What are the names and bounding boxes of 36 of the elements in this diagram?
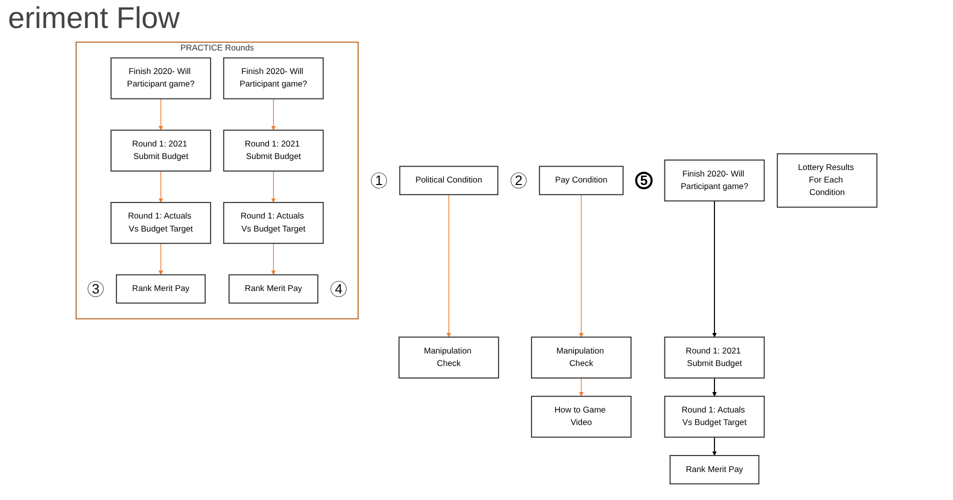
arrow — [578, 378, 584, 397]
node-box: Pay Condition — [538, 166, 624, 196]
arrow — [271, 170, 276, 203]
node-box: Round 1: Actuals Vs Budget Target — [223, 202, 324, 244]
node-box: Manipulation Check — [398, 336, 500, 379]
node-circle: 2 — [510, 172, 527, 188]
node-box: Rank Merit Pay — [116, 274, 206, 304]
node-box: Round 1: 2021 Submit Budget — [223, 130, 324, 172]
arrow — [158, 170, 164, 203]
node-circle: 1 — [370, 172, 387, 188]
node-circle: 4 — [330, 280, 347, 297]
diagram-title: eriment Flow — [7, 1, 181, 37]
node-box: Manipulation Check — [530, 336, 632, 379]
node-box: Round 1: Actuals Vs Budget Target — [664, 396, 765, 438]
node-box: Lottery Results For Each Condition — [776, 153, 878, 208]
node-box: Round 1: 2021 Submit Budget — [664, 336, 765, 379]
arrow — [712, 437, 717, 456]
arrow — [158, 242, 164, 275]
node-box: Rank Merit Pay — [670, 455, 760, 484]
node-box: Round 1: Actuals Vs Budget Target — [110, 202, 212, 244]
node-box: Finish 2020- Will Participant game? — [664, 160, 765, 202]
arrow — [712, 200, 717, 338]
node-box: Finish 2020- Will Participant game? — [223, 57, 324, 100]
arrow — [271, 98, 276, 130]
node-circle: 5 — [635, 172, 653, 190]
node-circle: 3 — [88, 280, 104, 297]
arrow — [158, 98, 164, 130]
node-box: Political Condition — [399, 166, 498, 196]
arrow — [271, 242, 276, 275]
arrow — [578, 194, 584, 338]
node-box: Round 1: 2021 Submit Budget — [110, 130, 212, 172]
node-box: How to Game Video — [530, 396, 632, 438]
node-box: Finish 2020- Will Participant game? — [110, 57, 212, 100]
arrow — [712, 378, 717, 397]
arrow — [446, 194, 452, 338]
node-box: Rank Merit Pay — [228, 274, 318, 304]
